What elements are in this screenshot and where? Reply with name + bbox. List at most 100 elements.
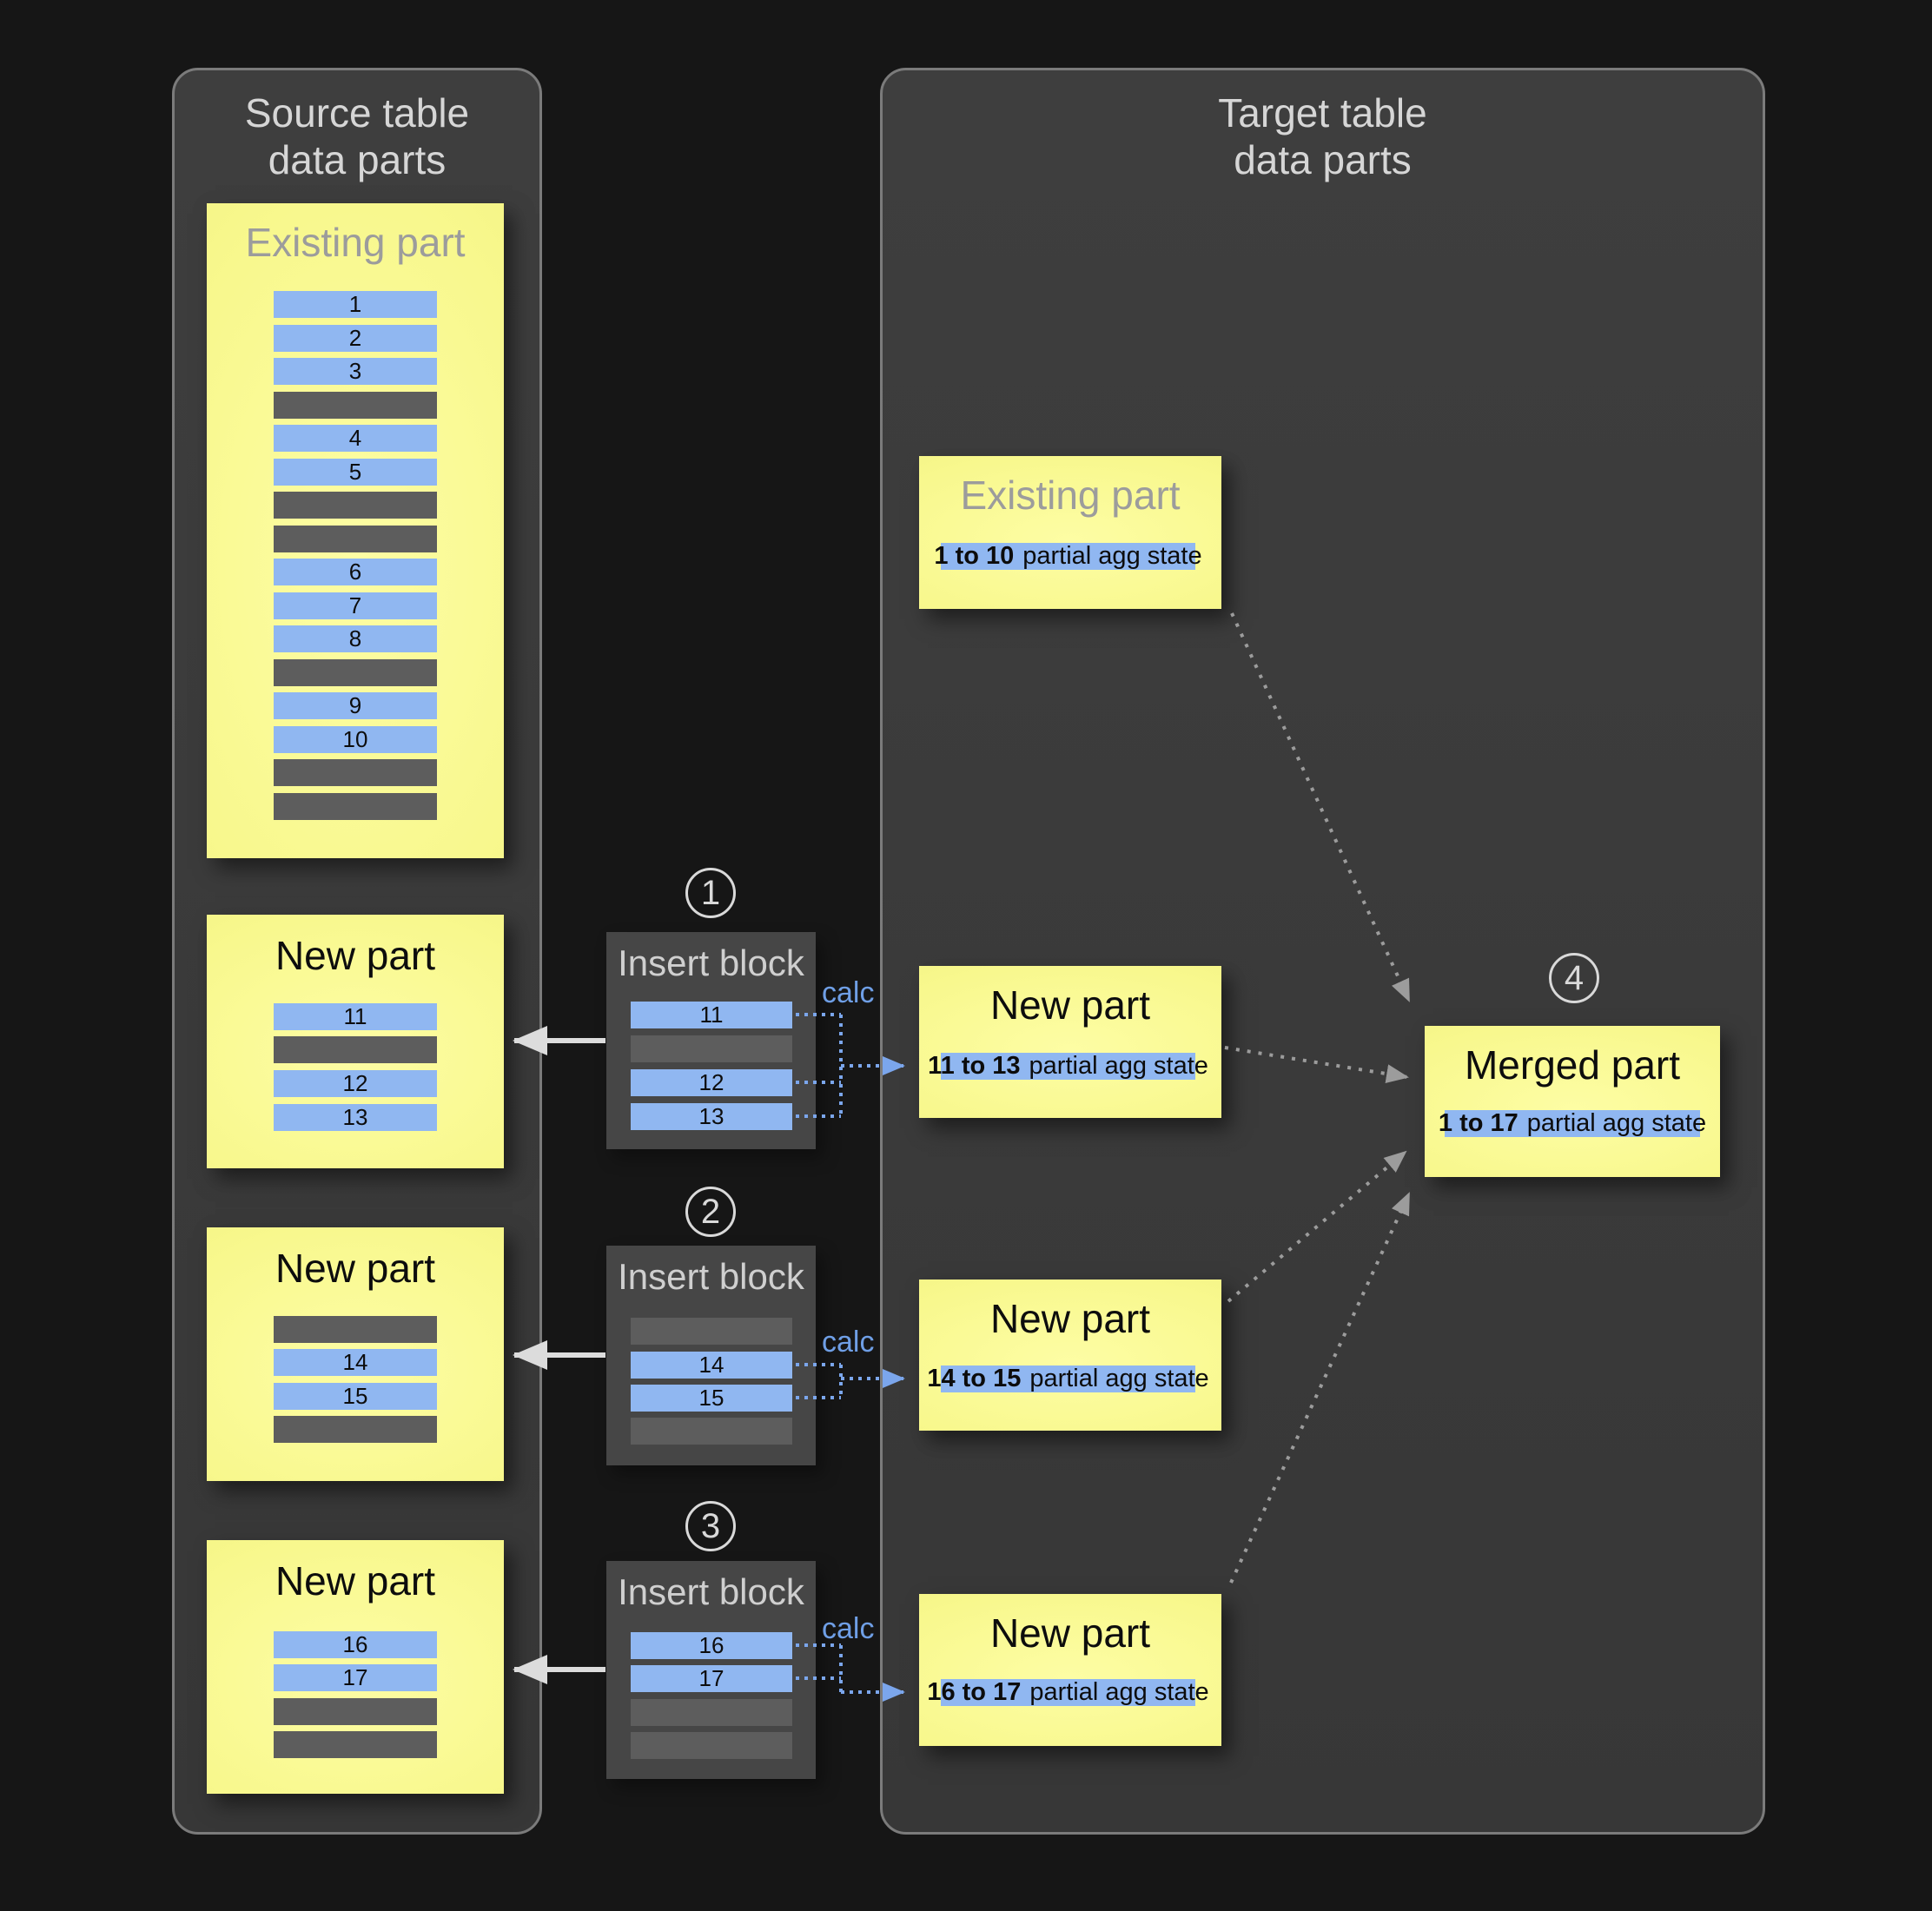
data-row <box>274 526 437 552</box>
part-title: Existing part <box>960 473 1181 518</box>
part-title: New part <box>989 982 1151 1028</box>
insert-block-title: Insert block <box>618 1571 804 1612</box>
data-row <box>274 1036 437 1063</box>
data-row <box>631 1318 792 1345</box>
row-value: 13 <box>698 1103 724 1129</box>
row-value: 12 <box>698 1069 724 1095</box>
row-value: 6 <box>348 559 362 585</box>
existing-part-source: Existing part 1 2 3 4 5 6 7 8 9 10 <box>207 203 504 858</box>
agg-state-label: partial agg state <box>1526 1109 1707 1137</box>
row-value: 7 <box>348 592 362 618</box>
row-value: 8 <box>348 625 362 651</box>
part-title: Existing part <box>245 220 466 265</box>
data-row <box>631 1035 792 1062</box>
row-value: 2 <box>348 325 362 351</box>
data-row: 5 <box>274 459 437 486</box>
part-title: New part <box>275 1246 436 1291</box>
agg-state-range: 16 to 17 <box>927 1678 1022 1706</box>
data-row: 1 <box>274 291 437 318</box>
agg-state-range: 1 to 17 <box>1438 1109 1518 1137</box>
data-row <box>274 492 437 519</box>
row-value: 3 <box>348 358 362 384</box>
data-row: 17 <box>631 1665 792 1692</box>
target-panel-title-line1: Target table <box>1218 90 1427 136</box>
part-title: Merged part <box>1464 1042 1680 1088</box>
row-value: 16 <box>342 1631 368 1657</box>
agg-state-range: 1 to 10 <box>934 542 1015 570</box>
data-row: 10 <box>274 726 437 753</box>
part-title: New part <box>275 933 436 978</box>
data-row: 12 <box>274 1070 437 1097</box>
new-part-source-2: New part 14 15 <box>207 1227 504 1481</box>
data-row: 11 <box>274 1003 437 1030</box>
agg-state-strip: 1 to 17 partial agg state <box>1439 1109 1706 1137</box>
new-part-source-1: New part 11 12 13 <box>207 915 504 1168</box>
data-row <box>274 1316 437 1343</box>
data-row <box>274 659 437 686</box>
row-value: 16 <box>698 1632 724 1658</box>
agg-state-strip: 14 to 15 partial agg state <box>927 1365 1209 1392</box>
row-value: 4 <box>348 425 362 451</box>
calc-label: calc <box>822 1326 875 1359</box>
data-row: 13 <box>631 1103 792 1130</box>
data-row: 11 <box>631 1002 792 1028</box>
row-value: 12 <box>342 1070 368 1096</box>
step-2-badge: 2 <box>685 1187 736 1237</box>
data-row <box>274 392 437 419</box>
data-row: 15 <box>631 1385 792 1412</box>
data-row: 14 <box>631 1352 792 1379</box>
agg-state-range: 14 to 15 <box>927 1365 1022 1392</box>
data-row: 14 <box>274 1349 437 1376</box>
insert-block-1: Insert block 11 12 13 <box>606 932 816 1149</box>
data-row: 15 <box>274 1383 437 1410</box>
insert-block-title: Insert block <box>618 942 804 983</box>
data-row: 7 <box>274 592 437 619</box>
part-title: New part <box>989 1610 1151 1656</box>
calc-label: calc <box>822 976 875 1009</box>
row-value: 9 <box>348 692 362 718</box>
data-row <box>274 1698 437 1725</box>
data-row: 3 <box>274 358 437 385</box>
target-panel: Target table data parts <box>880 68 1765 1835</box>
data-row: 17 <box>274 1664 437 1691</box>
data-row: 13 <box>274 1104 437 1131</box>
row-value: 15 <box>698 1385 724 1411</box>
target-panel-title-line2: data parts <box>1234 137 1412 183</box>
row-value: 14 <box>342 1349 368 1375</box>
part-title: New part <box>275 1558 436 1604</box>
data-row <box>274 793 437 820</box>
source-panel-title: Source table data parts <box>175 89 539 184</box>
step-3-badge: 3 <box>685 1501 736 1551</box>
row-value: 5 <box>348 459 362 485</box>
target-panel-title: Target table data parts <box>883 89 1763 184</box>
data-row <box>631 1732 792 1759</box>
merged-part: Merged part 1 to 17 partial agg state <box>1425 1026 1720 1177</box>
agg-state-label: partial agg state <box>1029 1365 1209 1392</box>
row-value: 17 <box>698 1665 724 1691</box>
data-row <box>631 1418 792 1445</box>
new-part-source-3: New part 16 17 <box>207 1540 504 1794</box>
data-row <box>274 1731 437 1758</box>
source-panel-title-line1: Source table <box>244 90 470 136</box>
insert-block-3: Insert block 16 17 <box>606 1561 816 1779</box>
data-row: 9 <box>274 692 437 719</box>
data-row: 16 <box>274 1631 437 1658</box>
data-row: 12 <box>631 1069 792 1096</box>
step-1-badge: 1 <box>685 868 736 918</box>
row-value: 13 <box>342 1104 368 1130</box>
row-value: 10 <box>342 726 368 752</box>
row-value: 14 <box>698 1352 724 1378</box>
data-row: 4 <box>274 425 437 452</box>
calc-label: calc <box>822 1612 875 1645</box>
data-row <box>631 1699 792 1726</box>
data-row: 8 <box>274 625 437 652</box>
row-value: 11 <box>343 1003 367 1029</box>
step-4-badge: 4 <box>1549 953 1599 1003</box>
agg-state-label: partial agg state <box>1022 542 1202 570</box>
